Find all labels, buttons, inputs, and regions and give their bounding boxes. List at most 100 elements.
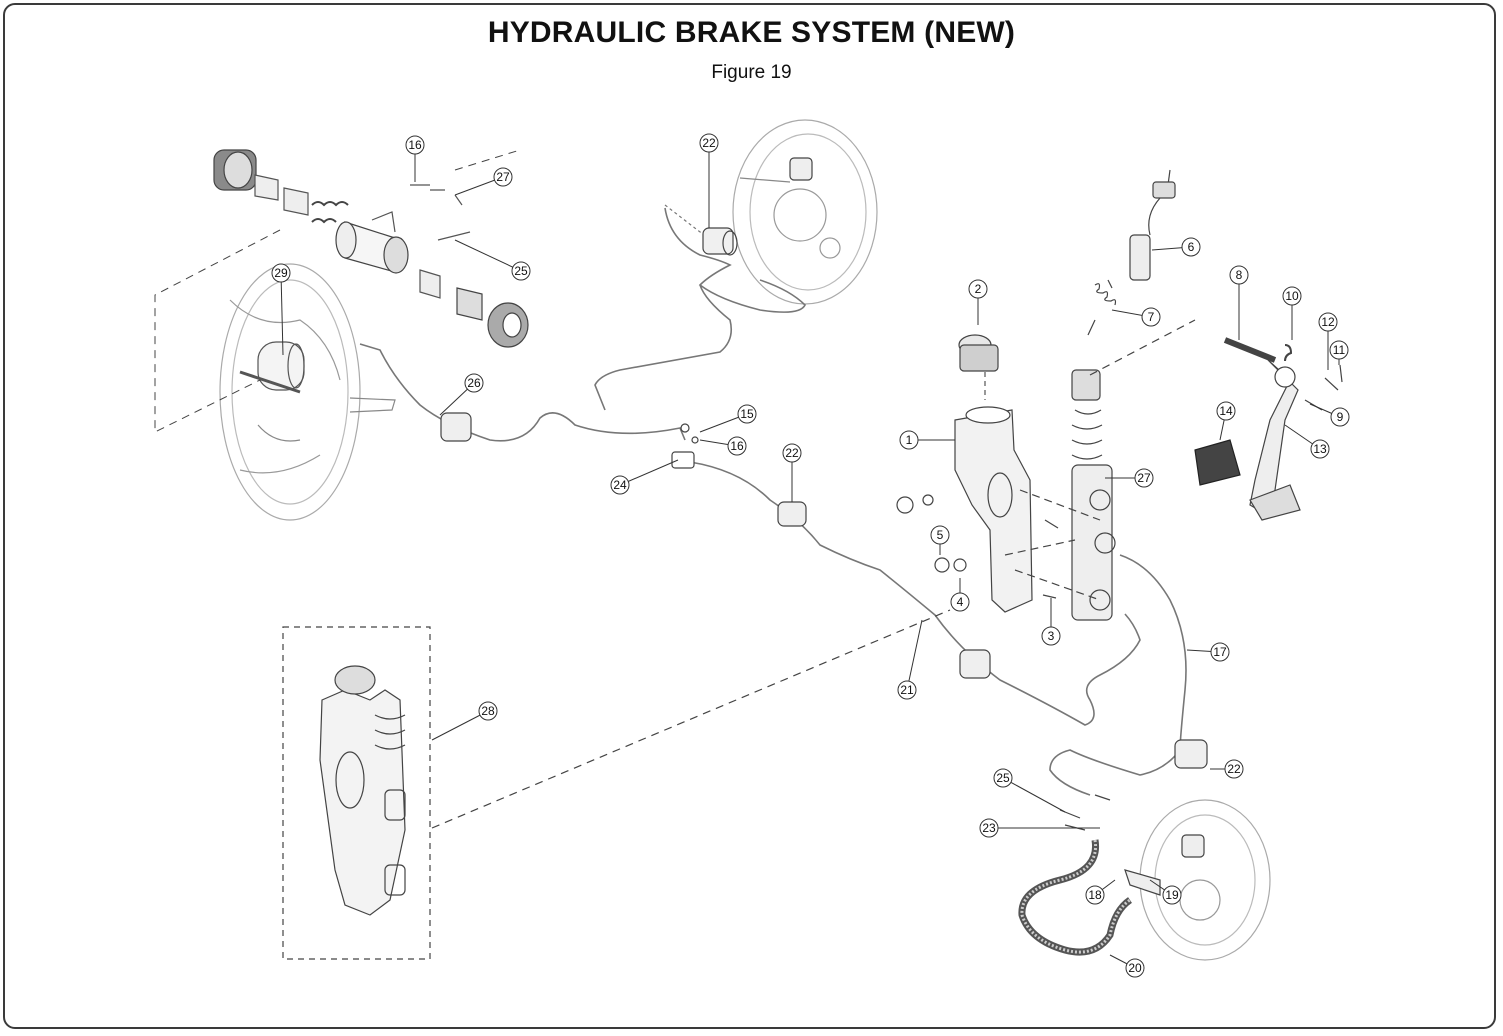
callout-circle bbox=[1318, 312, 1338, 332]
callout-circle bbox=[405, 135, 425, 155]
callout-circle bbox=[782, 443, 802, 463]
brake-switch-and-spring bbox=[1087, 169, 1176, 336]
callout-number: 16 bbox=[408, 138, 422, 152]
callout-circle bbox=[1162, 885, 1182, 905]
callout-4: 4 bbox=[950, 578, 970, 612]
callout-circle bbox=[1085, 885, 1105, 905]
callout-6: 6 bbox=[1151, 237, 1201, 257]
callout-number: 12 bbox=[1321, 315, 1335, 329]
callout-21: 21 bbox=[897, 619, 923, 700]
callout-circle bbox=[1329, 340, 1349, 360]
callout-18: 18 bbox=[1085, 879, 1116, 905]
callout-circle bbox=[610, 475, 630, 495]
callout-number: 14 bbox=[1219, 404, 1233, 418]
callout-circle bbox=[1125, 958, 1145, 978]
callout-circle bbox=[899, 430, 919, 450]
callout-number: 2 bbox=[975, 282, 982, 296]
backing-plate-rear-right bbox=[664, 119, 878, 305]
callout-27: 27 bbox=[454, 167, 513, 196]
callout-circle bbox=[271, 263, 291, 283]
callout-number: 23 bbox=[982, 821, 996, 835]
callout-11: 11 bbox=[1329, 340, 1349, 365]
callout-26: 26 bbox=[439, 373, 484, 416]
backing-plate-front-right bbox=[1059, 794, 1271, 961]
callout-circle bbox=[1134, 468, 1154, 488]
callout-25: 25 bbox=[454, 239, 531, 281]
assembly-lead-lines bbox=[154, 149, 521, 433]
callout-number: 27 bbox=[496, 170, 510, 184]
callout-circle bbox=[1224, 759, 1244, 779]
callout-number: 25 bbox=[996, 771, 1010, 785]
callout-number: 15 bbox=[740, 407, 754, 421]
callout-circle bbox=[930, 525, 950, 545]
callout-number: 16 bbox=[730, 439, 744, 453]
callout-1: 1 bbox=[899, 430, 955, 450]
callout-circle bbox=[1216, 401, 1236, 421]
callout-leader-line bbox=[906, 619, 923, 691]
callout-number: 26 bbox=[467, 376, 481, 390]
callout-circle bbox=[950, 592, 970, 612]
callout-circle bbox=[1229, 265, 1249, 285]
callout-5: 5 bbox=[930, 525, 950, 555]
callout-20: 20 bbox=[1109, 954, 1145, 978]
callout-7: 7 bbox=[1111, 307, 1161, 327]
drawing-frame bbox=[3, 3, 1496, 1029]
callout-circle bbox=[727, 436, 747, 456]
callout-23: 23 bbox=[979, 818, 1100, 838]
callout-10: 10 bbox=[1282, 286, 1302, 340]
figure-label: Figure 19 bbox=[711, 62, 792, 83]
parts-layer bbox=[154, 119, 1343, 961]
callout-leader-line bbox=[619, 459, 679, 486]
callout-number: 17 bbox=[1213, 645, 1227, 659]
callout-circle bbox=[1310, 439, 1330, 459]
diagram-title: HYDRAULIC BRAKE SYSTEM (NEW) bbox=[487, 16, 1016, 49]
callout-circle bbox=[979, 818, 999, 838]
callout-number: 1 bbox=[906, 433, 913, 447]
callout-circle bbox=[493, 167, 513, 187]
callout-29: 29 bbox=[271, 263, 291, 356]
callout-circle bbox=[993, 768, 1013, 788]
callout-circle bbox=[1181, 237, 1201, 257]
callout-15: 15 bbox=[699, 404, 757, 433]
callout-number: 13 bbox=[1313, 442, 1327, 456]
callout-number: 5 bbox=[937, 528, 944, 542]
callout-circle bbox=[1210, 642, 1230, 662]
hose-clamps bbox=[440, 412, 1208, 769]
callout-leader-line bbox=[1002, 777, 1066, 813]
callout-22: 22 bbox=[699, 133, 719, 228]
callout-12: 12 bbox=[1318, 312, 1338, 370]
callout-number: 28 bbox=[481, 704, 495, 718]
callout-leader-line bbox=[431, 710, 489, 741]
callout-circle bbox=[464, 373, 484, 393]
callout-number: 27 bbox=[1137, 471, 1151, 485]
callout-27: 27 bbox=[1105, 468, 1154, 488]
callout-number: 21 bbox=[900, 683, 914, 697]
callout-17: 17 bbox=[1186, 642, 1230, 662]
callout-circle bbox=[478, 701, 498, 721]
callout-number: 10 bbox=[1285, 289, 1299, 303]
callout-number: 24 bbox=[613, 478, 627, 492]
callout-number: 7 bbox=[1148, 310, 1155, 324]
callout-number: 11 bbox=[1333, 343, 1346, 357]
callout-16: 16 bbox=[405, 135, 425, 182]
callout-16: 16 bbox=[699, 436, 747, 456]
callout-number: 25 bbox=[514, 264, 528, 278]
callout-3: 3 bbox=[1041, 598, 1061, 646]
callout-2: 2 bbox=[968, 279, 988, 325]
wheel-cylinder-exploded bbox=[213, 149, 529, 348]
callout-24: 24 bbox=[610, 459, 679, 495]
callout-circle bbox=[1282, 286, 1302, 306]
callout-circle bbox=[737, 404, 757, 424]
callout-25: 25 bbox=[993, 768, 1066, 813]
callout-28: 28 bbox=[431, 701, 498, 741]
tee-fitting bbox=[671, 423, 699, 469]
callout-9: 9 bbox=[1309, 403, 1350, 427]
callout-number: 9 bbox=[1337, 410, 1344, 424]
callout-number: 22 bbox=[785, 446, 799, 460]
callout-number: 6 bbox=[1188, 240, 1195, 254]
callout-leader-line bbox=[280, 272, 284, 356]
callout-number: 4 bbox=[957, 595, 964, 609]
callout-circle bbox=[1330, 407, 1350, 427]
